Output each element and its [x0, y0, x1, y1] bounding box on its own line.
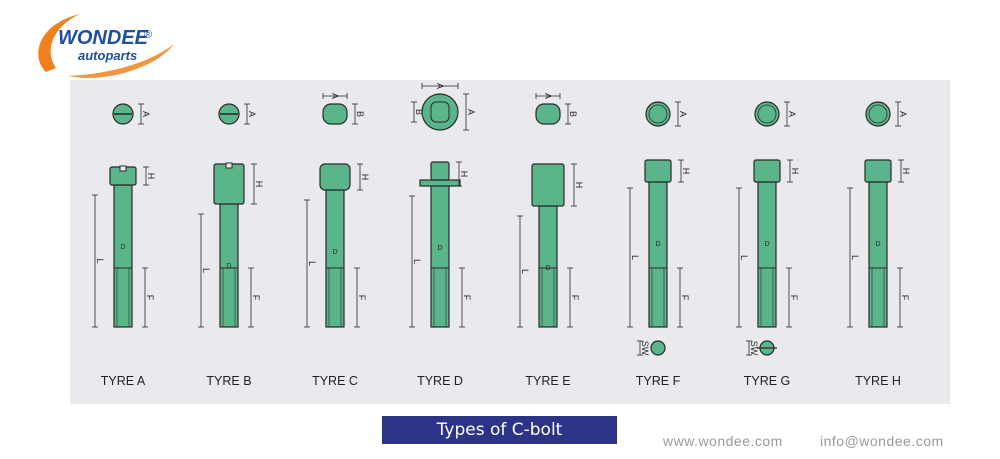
- dimension-label: A: [898, 111, 908, 117]
- bolt-head: [319, 163, 351, 191]
- dimension-label: F: [145, 295, 155, 301]
- dimension-label: L: [95, 258, 105, 263]
- dimension-label: H: [574, 182, 584, 189]
- dimension-label: L: [307, 261, 317, 266]
- shank-dimension-label: D: [875, 241, 880, 248]
- bolt-head: [753, 159, 781, 183]
- dimension-label: F: [462, 295, 472, 301]
- dimension-label: SW: [749, 341, 759, 356]
- dimension-label: F: [251, 295, 261, 301]
- bottom-view-circle: [650, 340, 666, 356]
- shank-dimension-label: D: [545, 265, 550, 272]
- bolt-type-b: A D H L F TYRE B: [198, 103, 264, 388]
- dimension-label: F: [357, 295, 367, 301]
- shank-dimension-label: D: [120, 244, 125, 251]
- bolt-type-label: TYRE H: [855, 374, 901, 388]
- top-view-circle: [754, 101, 780, 127]
- bolt-type-label: TYRE B: [206, 374, 251, 388]
- dimension-label: A: [141, 111, 151, 117]
- logo-registered-mark: ®: [144, 29, 152, 41]
- shank-dimension-label: D: [655, 241, 660, 248]
- dimension-label: F: [570, 295, 580, 301]
- head-slot: [225, 162, 233, 169]
- bolt-type-c: A B D H L F TYRE C: [304, 93, 370, 388]
- bolt-types-panel: A D H L F TYRE A A D H L F TYRE B A B D H L F TYRE C A A B D H L…: [70, 80, 950, 404]
- dimension-label: SW: [640, 341, 650, 356]
- logo-swoosh-icon: [38, 14, 80, 72]
- dimension-label: A: [787, 111, 797, 117]
- top-view-flat: [322, 103, 348, 125]
- dimension-label: L: [630, 255, 640, 260]
- wondee-logo: WONDEE ® autoparts: [38, 14, 174, 78]
- dimension-label: H: [901, 168, 911, 175]
- bolt-type-label: TYRE D: [417, 374, 463, 388]
- dimension-label: F: [900, 295, 910, 301]
- dimension-label: H: [146, 173, 156, 180]
- bolt-type-d: A A B D H L F TYRE D: [409, 83, 476, 388]
- dimension-label: A: [678, 111, 688, 117]
- top-view-inner: [868, 104, 888, 124]
- bolt-shank: [113, 184, 133, 328]
- dimension-label: L: [201, 268, 211, 273]
- shank-dimension-label: D: [226, 263, 231, 270]
- dimension-label: A: [247, 111, 257, 117]
- caption-text: Types of C-bolt: [436, 420, 563, 440]
- dimension-label: A: [435, 83, 445, 89]
- dimension-label: A: [330, 93, 340, 99]
- dimension-label: L: [850, 255, 860, 260]
- top-view-head: [430, 101, 450, 123]
- dimension-label: L: [520, 269, 530, 274]
- dimension-label: L: [739, 255, 749, 260]
- bolt-type-a: A D H L F TYRE A: [92, 103, 156, 388]
- shank-dimension-label: D: [437, 245, 442, 252]
- logo-wordmark: WONDEE: [58, 27, 149, 49]
- bolt-type-f: A D H L F SW TYRE F: [627, 101, 691, 388]
- dimension-label: F: [789, 295, 799, 301]
- dimension-label: A: [543, 93, 553, 99]
- bolt-head: [644, 159, 672, 183]
- bolt-types-diagram: A D H L F TYRE A A D H L F TYRE B A B D H L F TYRE C A A B D H L…: [92, 83, 911, 388]
- dimension-label: B: [414, 109, 424, 115]
- dimension-label: H: [459, 171, 469, 178]
- shank-dimension-label: D: [332, 249, 337, 256]
- top-view-flat: [535, 103, 561, 125]
- dimension-label: L: [412, 259, 422, 264]
- bolt-head: [213, 163, 245, 205]
- top-view-circle: [645, 101, 671, 127]
- shank-dimension-label: D: [764, 241, 769, 248]
- head-slot: [119, 165, 127, 172]
- bolt-type-h: A D H L F TYRE H: [847, 101, 911, 388]
- bolt-type-label: TYRE F: [636, 374, 681, 388]
- bolt-head: [531, 163, 565, 207]
- dimension-label: A: [466, 109, 476, 115]
- logo-tagline: autoparts: [78, 48, 137, 63]
- dimension-label: H: [360, 174, 370, 181]
- bolt-type-g: A D H L F SW TYRE G: [736, 101, 800, 388]
- dimension-label: H: [681, 168, 691, 175]
- bolt-head: [430, 161, 450, 181]
- bolt-head: [864, 159, 892, 183]
- footer-email[interactable]: info@wondee.com: [820, 433, 944, 449]
- top-view-inner: [757, 104, 777, 124]
- dimension-label: B: [568, 111, 578, 117]
- bolt-type-e: A B D H L F TYRE E: [517, 93, 584, 388]
- dimension-label: F: [680, 295, 690, 301]
- top-view-inner: [648, 104, 668, 124]
- top-view-circle: [865, 101, 891, 127]
- bolt-type-label: TYRE G: [744, 374, 791, 388]
- caption-banner: Types of C-bolt: [382, 416, 617, 444]
- bolt-type-label: TYRE E: [525, 374, 570, 388]
- footer-website[interactable]: www.wondee.com: [663, 433, 783, 449]
- dimension-label: B: [355, 111, 365, 117]
- bolt-flange: [419, 179, 461, 187]
- bolt-type-label: TYRE C: [312, 374, 358, 388]
- bolt-type-label: TYRE A: [101, 374, 146, 388]
- dimension-label: H: [790, 168, 800, 175]
- dimension-label: H: [254, 181, 264, 188]
